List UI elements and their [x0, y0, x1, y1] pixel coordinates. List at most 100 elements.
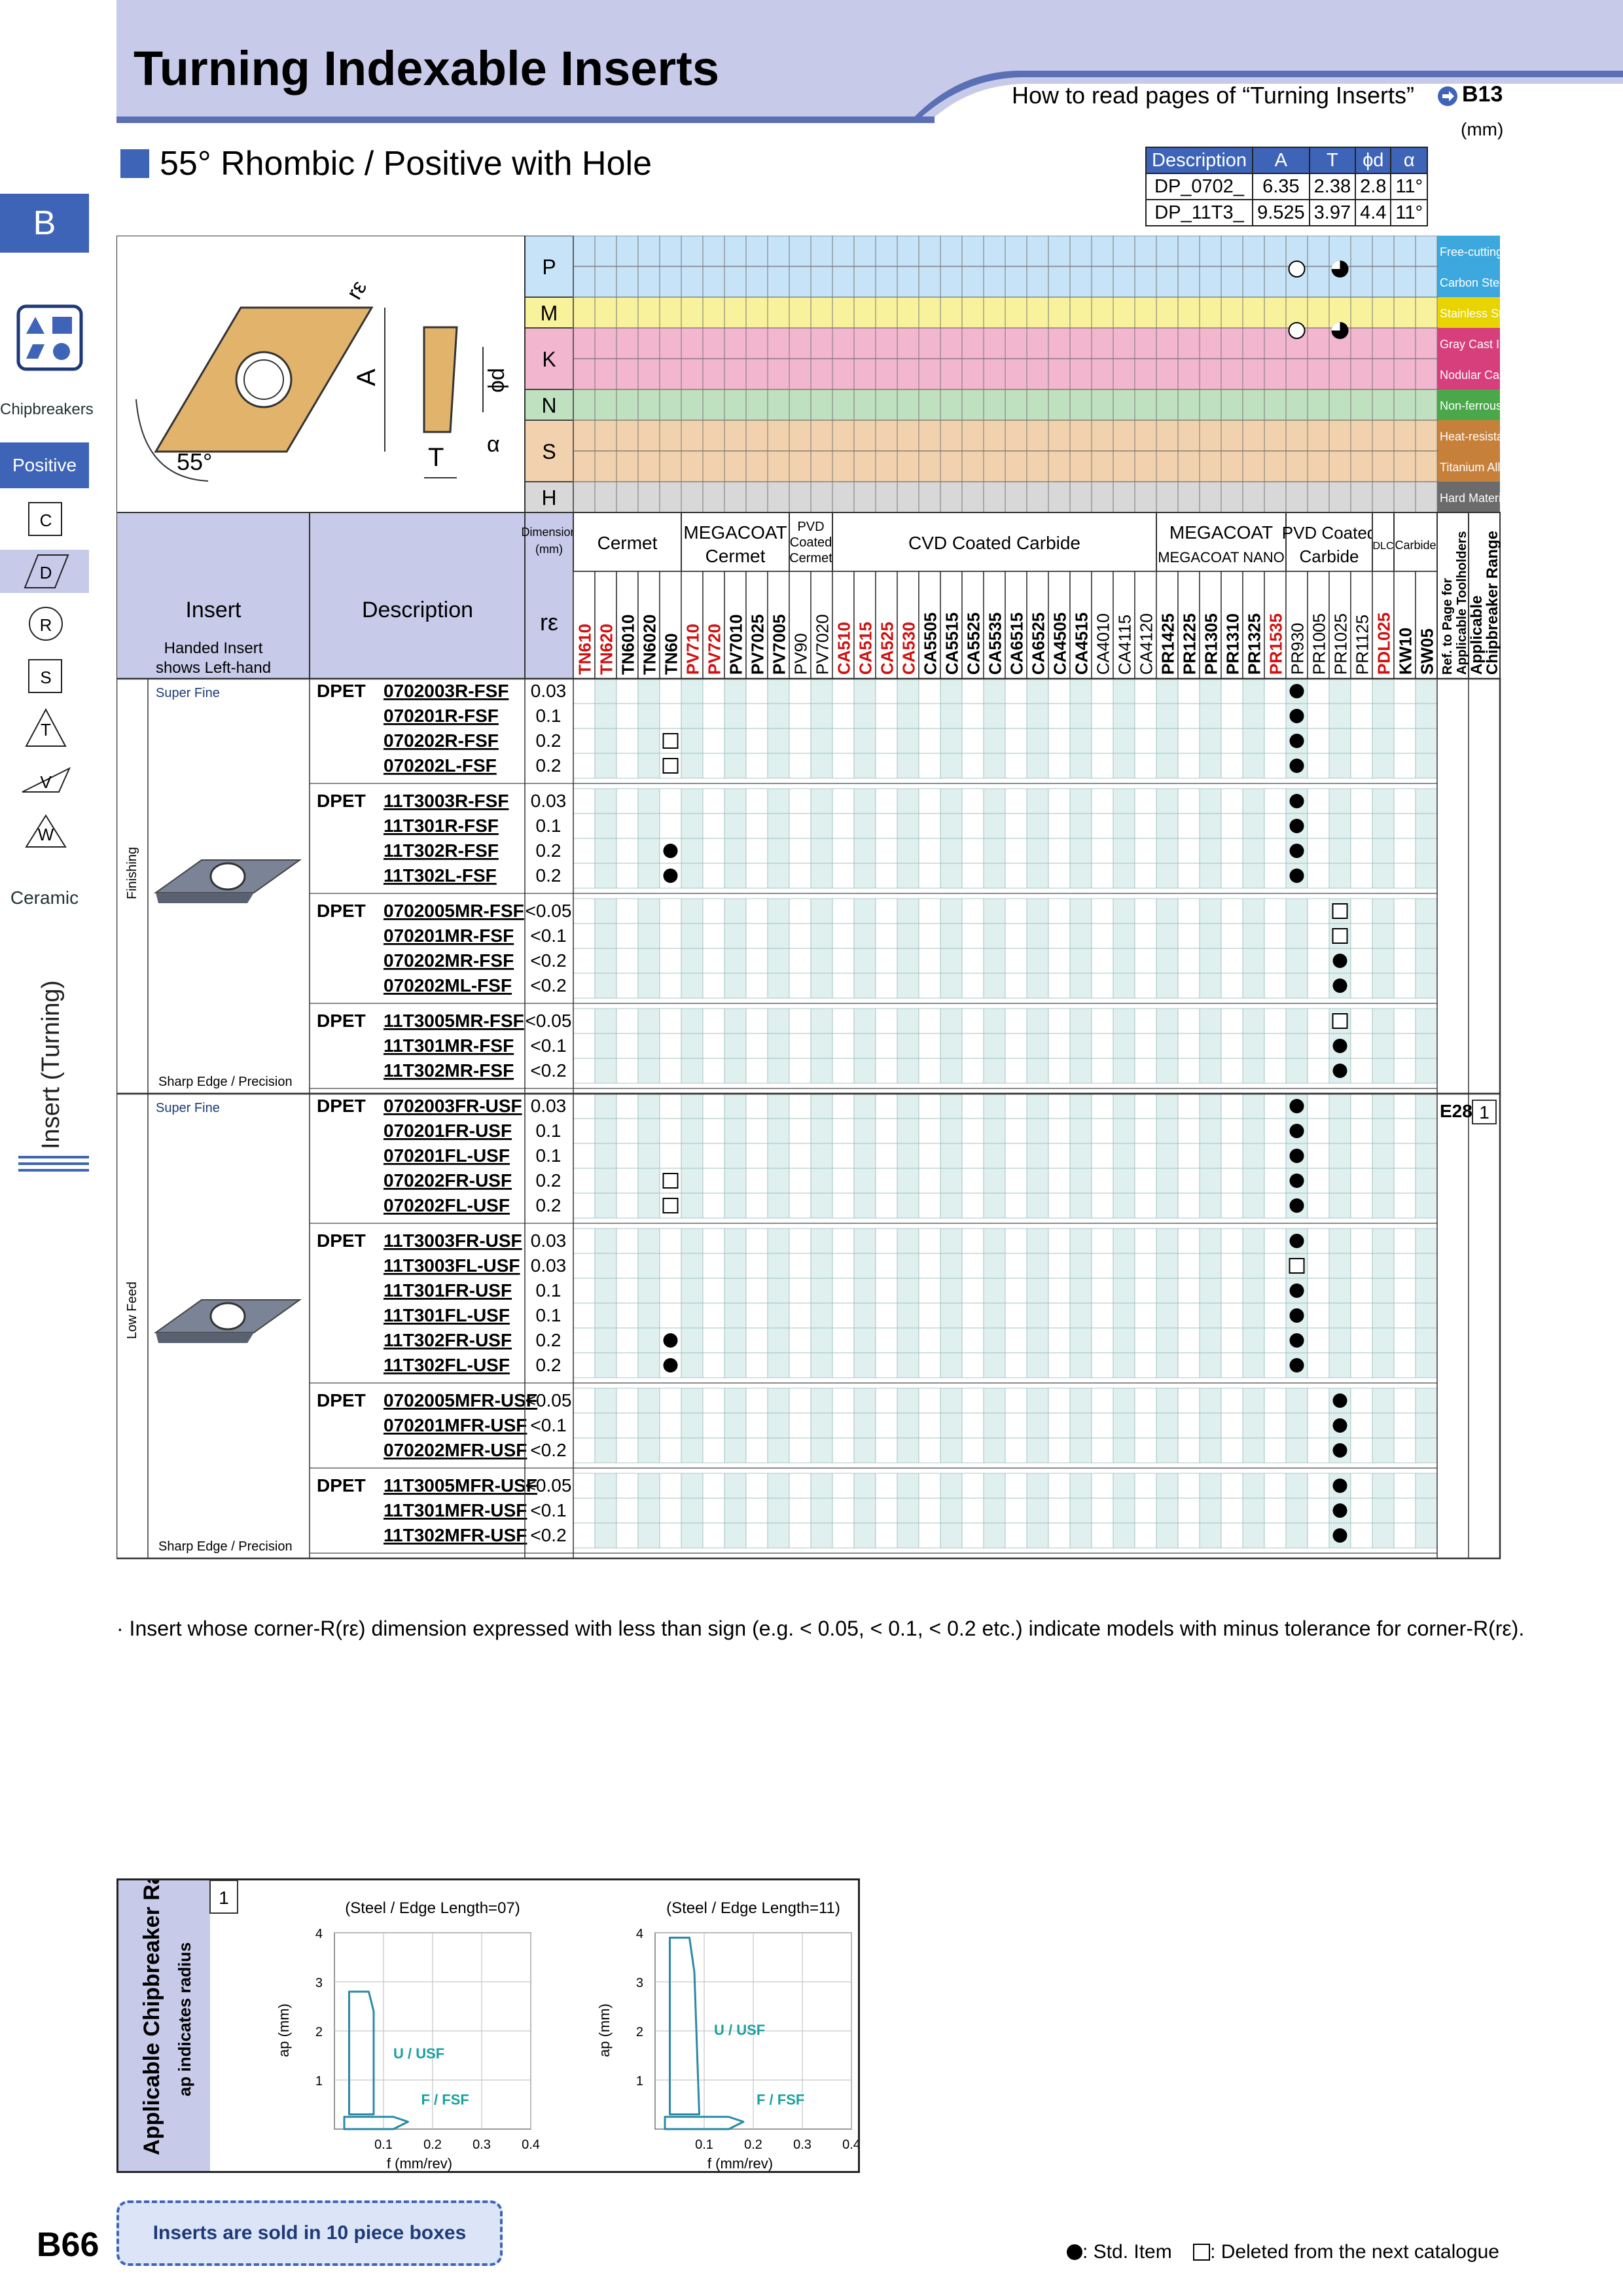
- material-label: Heat-resistant Alloys: [1440, 430, 1508, 443]
- insert-code[interactable]: 0702005MFR-USF: [383, 1390, 537, 1410]
- insert-photo: [153, 859, 302, 903]
- insert-code[interactable]: 070202MR-FSF: [383, 950, 514, 971]
- page-title: Turning Indexable Inserts: [134, 41, 720, 96]
- grade-group-header: [1372, 512, 1395, 572]
- insert-code[interactable]: 11T301MFR-USF: [383, 1500, 527, 1520]
- section-label: Finishing: [125, 847, 139, 899]
- chipbreaker-range-ref[interactable]: 1: [1479, 1102, 1489, 1122]
- sidebar-shape-V[interactable]: V: [20, 759, 72, 802]
- material-label: Non-ferrous Metals: [1440, 399, 1508, 412]
- grade-group-header: [1285, 512, 1373, 572]
- std-item-dot: [1289, 869, 1304, 883]
- sidebar-shape-T[interactable]: T: [20, 707, 72, 750]
- svg-text:Insert (Turning): Insert (Turning): [37, 980, 65, 1149]
- insert-code[interactable]: 11T302L-FSF: [383, 865, 497, 886]
- sidebar-chipbreakers[interactable]: Chipbreakers: [0, 401, 94, 418]
- svg-text:DLC: DLC: [1372, 541, 1393, 552]
- grade-name: PR1125: [1353, 615, 1372, 675]
- insert-code[interactable]: 070201FR-USF: [383, 1121, 512, 1141]
- sidebar-shape-label: V: [40, 772, 52, 792]
- sidebar-ceramic[interactable]: Ceramic: [10, 888, 79, 908]
- insert-code[interactable]: 11T3003FR-USF: [383, 1230, 522, 1251]
- deleted-item-square: [1289, 1258, 1305, 1274]
- y-tick: 3: [636, 1976, 643, 1990]
- svg-text:MEGACOAT NANO: MEGACOAT NANO: [1158, 549, 1285, 565]
- series-label: F / FSF: [757, 2092, 804, 2108]
- insert-code[interactable]: 070201FL-USF: [383, 1145, 510, 1166]
- insert-code[interactable]: 11T302MR-FSF: [383, 1060, 514, 1081]
- insert-code[interactable]: 070202MFR-USF: [383, 1440, 527, 1460]
- material-code-cell: [524, 481, 574, 513]
- insert-code[interactable]: 11T302FR-USF: [383, 1330, 512, 1350]
- std-item-dot: [1289, 1174, 1304, 1188]
- sidebar-shape-label: S: [40, 668, 52, 687]
- svg-text:rε: rε: [540, 609, 558, 636]
- svg-text:T: T: [428, 443, 444, 472]
- svg-text:Handed Insert: Handed Insert: [164, 639, 263, 657]
- insert-code[interactable]: 11T302FL-USF: [383, 1355, 510, 1375]
- insert-code[interactable]: 11T302MFR-USF: [383, 1525, 527, 1545]
- sidebar-shape-C[interactable]: C: [20, 497, 72, 541]
- insert-code[interactable]: 11T3003FL-USF: [383, 1255, 520, 1276]
- insert-code[interactable]: 11T301FR-USF: [383, 1280, 512, 1300]
- sidebar-shape-S[interactable]: S: [20, 655, 72, 698]
- x-tick: 0.3: [793, 2138, 812, 2152]
- insert-prefix: DPET: [317, 791, 366, 811]
- grade-name: PR1005: [1310, 613, 1329, 675]
- box-quantity-note: Inserts are sold in 10 piece boxes: [116, 2200, 503, 2266]
- corner-radius: <0.05: [526, 1475, 572, 1496]
- sidebar-shape-D[interactable]: D: [0, 550, 89, 593]
- howto-link[interactable]: How to read pages of “Turning Inserts”: [1012, 82, 1414, 109]
- grade-name: TN6010: [618, 615, 638, 675]
- std-item-dot: [1289, 734, 1304, 748]
- insert-code[interactable]: 070201MFR-USF: [383, 1415, 527, 1435]
- insert-code[interactable]: 11T3003R-FSF: [383, 791, 508, 811]
- grade-name: CA5535: [986, 613, 1005, 675]
- insert-code[interactable]: 11T301MR-FSF: [383, 1035, 514, 1056]
- insert-code[interactable]: 070201MR-FSF: [383, 925, 514, 946]
- insert-prefix: DPET: [317, 681, 366, 701]
- svg-text:Ref. to Page for: Ref. to Page for: [1440, 578, 1455, 675]
- insert-code[interactable]: 0702003R-FSF: [383, 681, 508, 701]
- arrow-right-icon: [1438, 86, 1457, 106]
- insert-code[interactable]: 070201R-FSF: [383, 706, 499, 726]
- sidebar-positive[interactable]: Positive: [0, 442, 89, 488]
- grade-name: PR1325: [1245, 613, 1264, 675]
- insert-code[interactable]: 070202FL-USF: [383, 1195, 510, 1215]
- section-frame: [116, 1092, 1501, 1560]
- corner-radius: 0.1: [536, 706, 562, 726]
- sidebar-letter[interactable]: B: [0, 194, 89, 253]
- deleted-item-square: [1332, 1013, 1348, 1029]
- insert-code[interactable]: 11T301R-FSF: [383, 816, 499, 836]
- insert-code[interactable]: 070202ML-FSF: [383, 975, 512, 996]
- insert-code[interactable]: 11T3005MR-FSF: [383, 1011, 524, 1031]
- insert-code[interactable]: 070202R-FSF: [383, 730, 499, 751]
- corner-radius: <0.2: [530, 1525, 566, 1545]
- spec-header-1: A: [1252, 147, 1310, 174]
- material-code: H: [541, 486, 556, 510]
- grade-name: PV710: [683, 624, 703, 675]
- insert-code[interactable]: 11T301FL-USF: [383, 1305, 510, 1325]
- grade-name: PV7005: [770, 614, 789, 675]
- grade-name: CA4115: [1115, 615, 1135, 675]
- howto-ref[interactable]: B13: [1462, 82, 1503, 107]
- svg-text:55°: 55°: [177, 448, 212, 475]
- applicability-icon: [1331, 260, 1340, 269]
- insert-code[interactable]: 11T3005MFR-USF: [383, 1475, 537, 1496]
- insert-code[interactable]: 070202FR-USF: [383, 1170, 512, 1191]
- material-row: [524, 358, 1439, 390]
- material-row: [524, 236, 1439, 267]
- insert-code[interactable]: 0702003FR-USF: [383, 1096, 522, 1116]
- sidebar-shape-W[interactable]: W: [20, 812, 72, 855]
- svg-text:Applicable Toolholders: Applicable Toolholders: [1455, 531, 1469, 675]
- svg-text:Description: Description: [362, 598, 473, 622]
- sidebar-shape-R[interactable]: R: [20, 602, 72, 645]
- material-label-bg: [1437, 297, 1500, 328]
- insert-code[interactable]: 11T302R-FSF: [383, 840, 499, 861]
- insert-code[interactable]: 070202L-FSF: [383, 755, 497, 776]
- x-tick: 0.2: [423, 2138, 442, 2152]
- insert-code[interactable]: 0702005MR-FSF: [383, 901, 524, 921]
- grade-name: TN60: [662, 633, 681, 675]
- grade-name: CA6515: [1007, 613, 1027, 675]
- ref-page[interactable]: E28: [1440, 1101, 1472, 1121]
